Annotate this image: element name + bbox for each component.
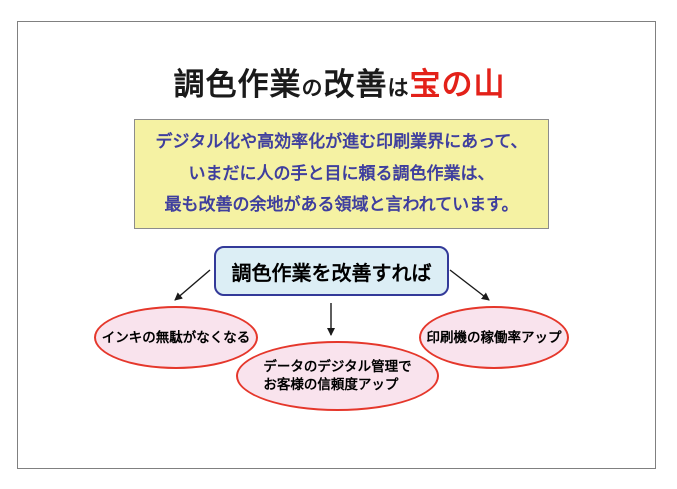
slide-canvas: 調色作業の改善は宝の山 デジタル化や高効率化が進む印刷業界にあって、 いまだに人…: [17, 21, 656, 469]
title-text-4: は: [387, 77, 410, 100]
benefit-ink-label: インキの無駄がなくなる: [101, 329, 251, 345]
title-accent-text: 宝の山: [409, 67, 506, 102]
intro-line-2: いまだに人の手と目に頼る調色作業は、: [188, 163, 495, 183]
condition-label: 調色作業を改善すれば: [231, 262, 432, 285]
benefit-ellipse-data: データのデジタル管理でお客様の信頼度アップ: [236, 341, 439, 411]
condition-box: 調色作業を改善すれば: [214, 246, 449, 296]
benefit-ellipse-press: 印刷機の稼働率アップ: [419, 306, 569, 369]
intro-line-1: デジタル化や高効率化が進む印刷業界にあって、: [155, 131, 528, 151]
benefit-press-label: 印刷機の稼働率アップ: [426, 329, 562, 345]
intro-box: デジタル化や高効率化が進む印刷業界にあって、 いまだに人の手と目に頼る調色作業は…: [134, 119, 549, 229]
title-text-2: の: [301, 77, 324, 100]
title-text-1: 調色作業: [173, 67, 302, 102]
benefit-data-label: データのデジタル管理でお客様の信頼度アップ: [263, 358, 411, 393]
slide-title: 調色作業の改善は宝の山: [1, 59, 677, 104]
intro-line-3: 最も改善の余地がある領域と言われています。: [164, 195, 519, 215]
benefit-data-line-1: データのデジタル管理で: [263, 359, 412, 375]
benefit-data-line-2: お客様の信頼度アップ: [263, 377, 399, 392]
benefit-ellipse-ink: インキの無駄がなくなる: [94, 306, 258, 369]
title-text-3: 改善: [323, 67, 388, 102]
